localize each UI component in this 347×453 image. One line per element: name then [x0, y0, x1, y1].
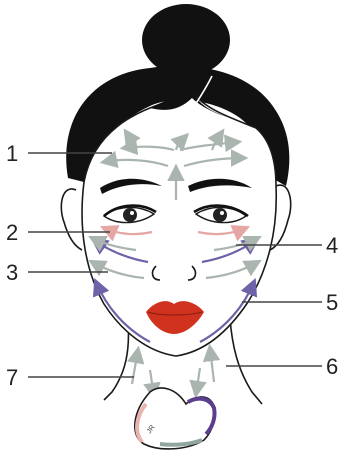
- label-2: 2: [6, 220, 18, 245]
- label-7: 7: [6, 365, 18, 390]
- label-3: 3: [6, 260, 18, 285]
- label-1: 1: [6, 141, 18, 166]
- left-ear: [61, 189, 82, 250]
- label-4: 4: [326, 233, 338, 258]
- gua-sha-tool: JR: [135, 388, 215, 449]
- hair-bun: [142, 4, 230, 76]
- label-5: 5: [326, 290, 338, 315]
- label-6: 6: [326, 354, 338, 379]
